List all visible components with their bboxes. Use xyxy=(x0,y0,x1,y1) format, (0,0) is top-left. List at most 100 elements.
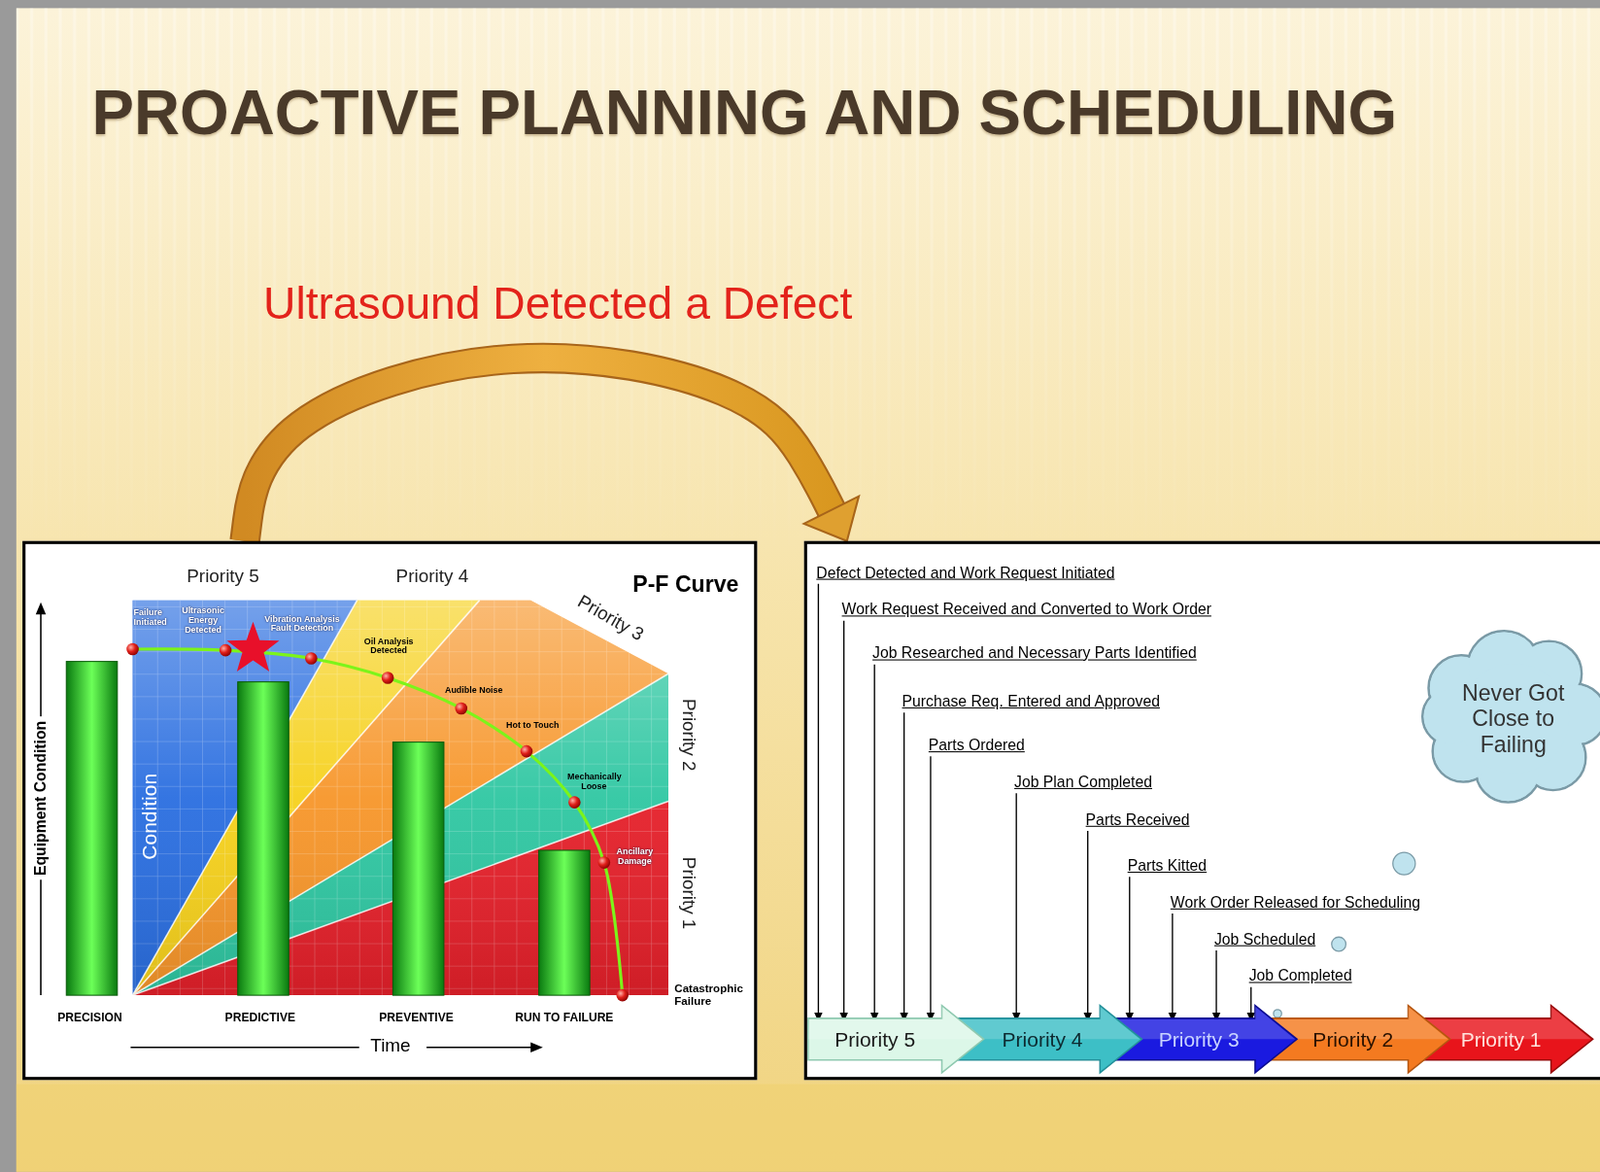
leader-line xyxy=(873,664,875,1014)
milestone-label: Job Completed xyxy=(1249,966,1353,986)
green-bar xyxy=(238,681,290,995)
milestone-label: Parts Ordered xyxy=(928,735,1025,754)
leader-line xyxy=(903,712,905,1014)
chart-label: Priority 4 xyxy=(396,566,470,587)
milestone-label: Job Plan Completed xyxy=(1014,772,1153,791)
chart-label: PREDICTIVE xyxy=(225,1011,296,1024)
priority-wedge xyxy=(133,600,669,995)
green-bar xyxy=(392,742,444,995)
curved-arrow xyxy=(244,357,859,541)
chart-label: Priority 1 xyxy=(678,856,699,930)
chart-label: Failure Initiated xyxy=(134,608,175,628)
chart-label: Catastrophic Failure xyxy=(674,981,752,1006)
thought-cloud: Never Got Close to Failing xyxy=(1420,628,1600,805)
bottom-band xyxy=(16,1084,1600,1172)
arrow-body xyxy=(944,1005,1143,1073)
curve-point xyxy=(219,644,233,657)
leader-line xyxy=(1087,830,1089,1014)
chart-label: Mechanically Loose xyxy=(567,772,621,792)
arrowhead xyxy=(804,496,859,542)
curve-point xyxy=(305,651,318,665)
pf-chart xyxy=(35,600,669,1053)
curve-point xyxy=(381,671,395,684)
chart-label: Priority 2 xyxy=(678,698,699,772)
axis-arrowhead xyxy=(530,1041,544,1053)
milestone-label: Work Request Received and Converted to W… xyxy=(842,600,1212,619)
drawing-part xyxy=(1273,1009,1282,1018)
milestone-label: Purchase Req. Entered and Approved xyxy=(902,691,1160,711)
cloud-text: Never Got Close to Failing xyxy=(1449,680,1577,758)
green-bar xyxy=(66,661,118,995)
arrow-shaft xyxy=(244,357,832,541)
priority-label: Priority 4 xyxy=(1002,1026,1084,1051)
pf-curve xyxy=(126,621,629,1002)
chart-label: Priority 5 xyxy=(186,566,260,587)
priority-label: Priority 5 xyxy=(834,1026,916,1051)
curve-point xyxy=(615,988,629,1002)
timeline-panel-ground xyxy=(804,541,1600,1081)
chart-panel: P-F Curve xyxy=(22,541,757,1081)
milestone-label: Work Order Released for Scheduling xyxy=(1170,892,1421,912)
arrow-body xyxy=(1410,1005,1594,1073)
curve-point xyxy=(598,855,612,869)
axis-arrowhead xyxy=(35,602,47,615)
milestone-label: Job Scheduled xyxy=(1214,929,1316,949)
milestone-leaders xyxy=(814,583,1256,1022)
x-axis xyxy=(426,1046,533,1049)
curve-point xyxy=(126,643,139,656)
milestone-label: Job Researched and Necessary Parts Ident… xyxy=(872,644,1197,663)
slide-title: PROACTIVE PLANNING AND SCHEDULING xyxy=(92,75,1398,149)
chart-label: Hot to Touch xyxy=(506,720,559,731)
arrow-label: Ultrasound Detected a Defect xyxy=(263,277,852,330)
priority-label: Priority 3 xyxy=(1158,1026,1240,1051)
chart-grid xyxy=(133,600,669,995)
milestone-label: Parts Received xyxy=(1086,810,1191,829)
chart-label: Vibration Analysis Fault Detection xyxy=(259,613,345,634)
milestone-label: Defect Detected and Work Request Initiat… xyxy=(816,563,1115,582)
arrow-body xyxy=(808,1005,985,1073)
chart-label: Oil Analysis Detected xyxy=(357,636,421,656)
chart-title: P-F Curve xyxy=(632,571,739,599)
chart-label: Condition xyxy=(137,773,161,860)
chart-label: RUN TO FAILURE xyxy=(514,1011,613,1024)
curve-point xyxy=(568,795,581,809)
leader-line xyxy=(1128,876,1130,1014)
milestone-label: Parts Kitted xyxy=(1127,855,1207,875)
leader-line xyxy=(1215,950,1217,1014)
green-bar xyxy=(539,850,591,995)
chart-label: PREVENTIVE xyxy=(378,1011,454,1024)
chart-label: Equipment Condition xyxy=(32,716,49,881)
grid xyxy=(133,600,669,995)
chart-label: Ancillary Damage xyxy=(612,847,656,867)
priority-arrow: Priority 5 xyxy=(808,1004,986,1074)
curve-point xyxy=(454,702,468,715)
leader-line xyxy=(843,620,845,1014)
drawing-part xyxy=(133,600,480,995)
arrow-body xyxy=(1101,1005,1297,1073)
chart-label: PRECISION xyxy=(57,1011,122,1024)
leader-line xyxy=(1171,913,1173,1014)
chart-label: Ultrasonic Energy Detected xyxy=(173,606,234,635)
leader-line xyxy=(1015,792,1017,1014)
drawing-part xyxy=(1393,851,1416,875)
curve-line xyxy=(133,648,623,995)
background-stripes xyxy=(16,7,1600,579)
drawing-part xyxy=(133,673,669,995)
drawing-part xyxy=(1331,936,1347,952)
chart-label: Priority 3 xyxy=(574,591,647,646)
arrow-body xyxy=(1257,1005,1451,1073)
priority-label: Priority 1 xyxy=(1461,1026,1542,1051)
curve-point xyxy=(520,745,534,758)
chart-panel-ground xyxy=(22,541,757,1081)
timeline-panel: Defect Detected and Work Request Initiat… xyxy=(804,541,1600,1081)
leader-line xyxy=(817,583,819,1014)
priority-label: Priority 2 xyxy=(1312,1026,1394,1051)
arrow-outline xyxy=(244,357,832,541)
chart-label: Time xyxy=(370,1035,410,1056)
leader-line xyxy=(929,755,931,1014)
leader-line xyxy=(1250,987,1252,1014)
gloss xyxy=(133,600,669,995)
x-axis xyxy=(130,1046,359,1049)
